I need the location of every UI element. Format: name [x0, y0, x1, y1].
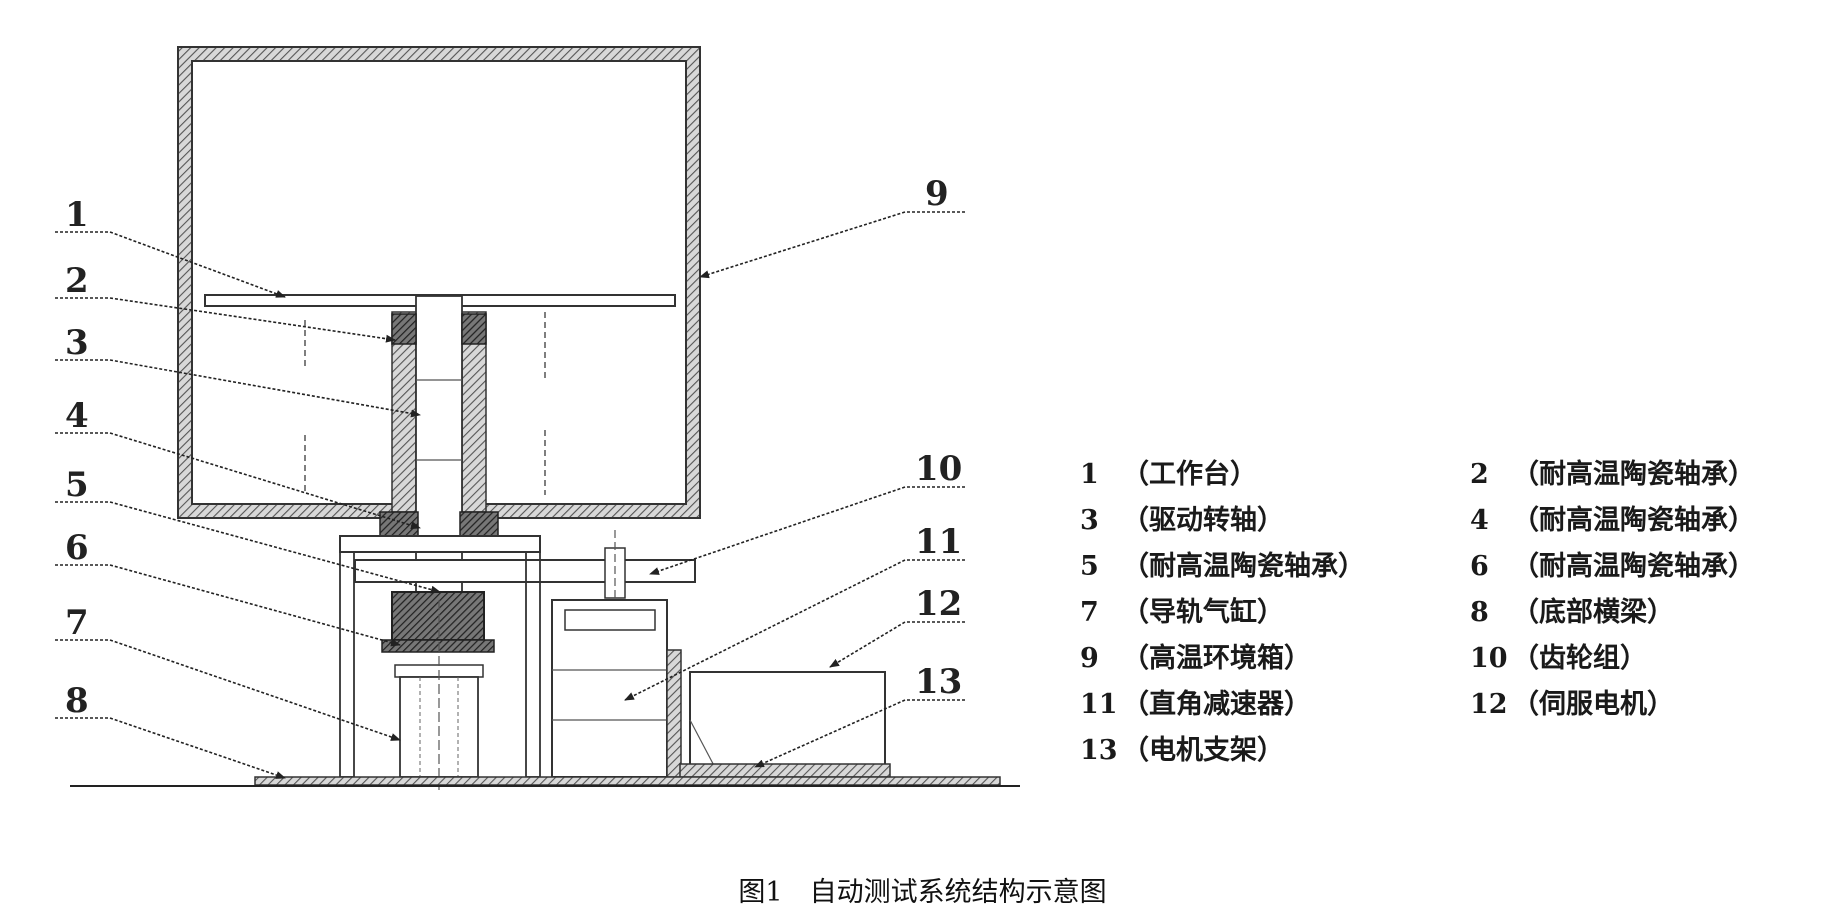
- legend-text: （导轨气缸）: [1122, 597, 1284, 628]
- callout-9: 9: [925, 174, 949, 214]
- legend-text: （耐高温陶瓷轴承）: [1512, 459, 1755, 490]
- bottom-beam: [70, 776, 1020, 787]
- legend-item-11: 11（直角减速器）: [1080, 685, 1470, 725]
- callout-11: 11: [915, 522, 962, 562]
- legend-text: （齿轮组）: [1512, 643, 1647, 674]
- figure-caption: 图1 自动测试系统结构示意图: [738, 877, 1107, 908]
- legend-item-9: 9 （高温环境箱）: [1080, 639, 1470, 679]
- legend-item-4: 4 （耐高温陶瓷轴承）: [1470, 501, 1840, 541]
- legend-num: 3: [1080, 505, 1099, 536]
- bearing-middle: [379, 511, 499, 537]
- servo-motor: [689, 671, 886, 778]
- motor-bracket: [679, 763, 891, 778]
- legend-num: 7: [1080, 597, 1099, 628]
- legend-num: 8: [1470, 597, 1489, 628]
- legend: 1 （工作台） 2 （耐高温陶瓷轴承） 3 （驱动转轴） 4 （耐高温陶瓷轴承） 5 （耐…: [1080, 455, 1840, 771]
- legend-num: 9: [1080, 643, 1099, 674]
- legend-text: （电机支架）: [1122, 735, 1284, 766]
- callout-2: 2: [65, 261, 89, 301]
- legend-text: （高温环境箱）: [1122, 643, 1311, 674]
- legend-text: （耐高温陶瓷轴承）: [1512, 505, 1755, 536]
- legend-item-13: 13（电机支架）: [1080, 731, 1470, 771]
- callout-4: 4: [65, 396, 89, 436]
- legend-text: （底部横梁）: [1512, 597, 1674, 628]
- legend-text: （伺服电机）: [1512, 689, 1674, 720]
- leader-lines: [55, 211, 965, 779]
- legend-num: 2: [1470, 459, 1489, 490]
- callout-10: 10: [915, 449, 962, 489]
- legend-text: （直角减速器）: [1122, 689, 1311, 720]
- right-angle-reducer: [551, 599, 682, 778]
- callout-7: 7: [65, 603, 89, 643]
- legend-item-2: 2 （耐高温陶瓷轴承）: [1470, 455, 1840, 495]
- legend-item-6: 6 （耐高温陶瓷轴承）: [1470, 547, 1840, 587]
- bearing-lower: [381, 591, 495, 653]
- bearing-top: [391, 313, 487, 345]
- legend-num: 6: [1470, 551, 1489, 582]
- callout-labels: 1 2 3 4 5 6 7 8 9 10 11 12 13: [65, 174, 962, 721]
- legend-text: （工作台）: [1122, 459, 1257, 490]
- legend-num: 12: [1470, 689, 1508, 720]
- legend-num: 4: [1470, 505, 1489, 536]
- callout-6: 6: [65, 528, 89, 568]
- gear-set: [354, 530, 696, 620]
- legend-text: （耐高温陶瓷轴承）: [1512, 551, 1755, 582]
- legend-item-1: 1 （工作台）: [1080, 455, 1470, 495]
- callout-13: 13: [915, 662, 962, 702]
- legend-item-7: 7 （导轨气缸）: [1080, 593, 1470, 633]
- callout-1: 1: [65, 195, 89, 235]
- legend-text: （驱动转轴）: [1122, 505, 1284, 536]
- legend-num: 11: [1080, 689, 1118, 720]
- legend-num: 1: [1080, 459, 1099, 490]
- support-plate: [339, 535, 541, 553]
- callout-5: 5: [65, 465, 89, 505]
- legend-num: 5: [1080, 551, 1099, 582]
- legend-item-8: 8 （底部横梁）: [1470, 593, 1840, 633]
- legend-num: 13: [1080, 735, 1118, 766]
- environment-chamber: [177, 46, 701, 519]
- callout-12: 12: [915, 584, 962, 624]
- callout-3: 3: [65, 323, 89, 363]
- legend-text: （耐高温陶瓷轴承）: [1122, 551, 1365, 582]
- callout-8: 8: [65, 681, 89, 721]
- legend-item-5: 5 （耐高温陶瓷轴承）: [1080, 547, 1470, 587]
- legend-item-10: 10（齿轮组）: [1470, 639, 1840, 679]
- legend-item-12: 12（伺服电机）: [1470, 685, 1840, 725]
- legend-num: 10: [1470, 643, 1508, 674]
- legend-item-3: 3 （驱动转轴）: [1080, 501, 1470, 541]
